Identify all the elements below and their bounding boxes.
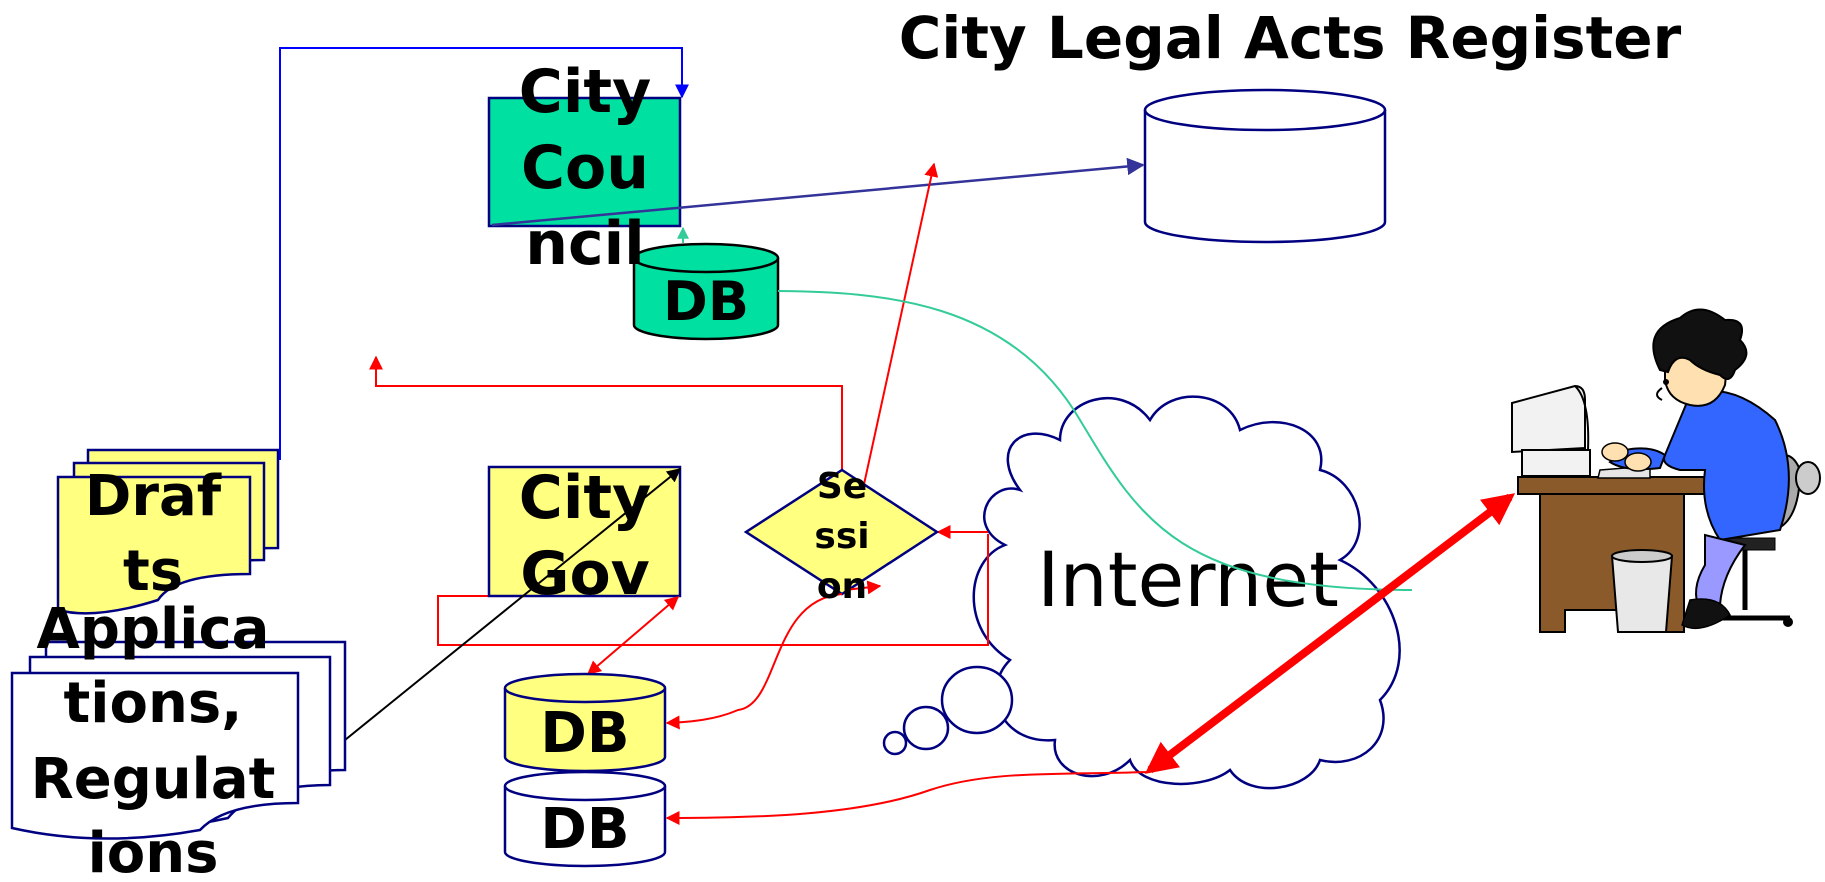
- city-council-label: City Cou ncil: [519, 57, 651, 279]
- council-db-cylinder[interactable]: [632, 242, 780, 341]
- session-feedback-line: [369, 355, 843, 530]
- gov-loop-line: [437, 534, 989, 646]
- svg-text:ts: ts: [123, 539, 183, 604]
- applications-to-gov-arrow: [344, 468, 682, 741]
- user-at-computer-illustration: [1511, 308, 1821, 633]
- svg-text:tions,: tions,: [64, 671, 243, 736]
- internet-label: Internet: [1037, 535, 1339, 624]
- applications-label: Applica tions, Regulat ions: [31, 597, 276, 882]
- applications-documents[interactable]: [10, 640, 347, 840]
- internet-cloud[interactable]: Internet: [882, 395, 1401, 790]
- svg-text:Draf: Draf: [85, 464, 222, 529]
- gov-db-white-cylinder[interactable]: [503, 770, 667, 868]
- diagram-title: City Legal Acts Register: [899, 4, 1682, 72]
- svg-text:ncil: ncil: [525, 209, 644, 279]
- session-label: Se ssi on: [814, 466, 869, 607]
- svg-text:City: City: [519, 463, 651, 533]
- drafts-documents[interactable]: [56, 448, 280, 615]
- svg-text:Cou: Cou: [521, 133, 649, 203]
- city-council-box[interactable]: [487, 96, 682, 228]
- svg-text:ions: ions: [88, 821, 219, 882]
- gov-db-white-label: DB: [540, 797, 629, 862]
- gov-db-arrow: [586, 596, 680, 675]
- session-inner-arrow: [844, 580, 882, 595]
- council-db-label: DB: [663, 270, 749, 333]
- internet-to-db-curve: [665, 771, 1149, 825]
- svg-text:City: City: [519, 57, 651, 127]
- user-internet-arrow: [1144, 493, 1516, 774]
- svg-text:Regulat: Regulat: [31, 747, 276, 812]
- register-database[interactable]: [1143, 88, 1387, 244]
- drafts-label: Draf ts: [85, 464, 222, 604]
- city-gov-label: City Gov: [519, 463, 651, 609]
- city-gov-box[interactable]: [487, 465, 682, 598]
- svg-text:Applica: Applica: [37, 597, 270, 662]
- council-to-register-arrow: [491, 157, 1145, 227]
- svg-text:on: on: [817, 566, 867, 607]
- svg-text:ssi: ssi: [814, 516, 869, 557]
- gov-db-yellow-label: DB: [540, 701, 629, 766]
- svg-text:Gov: Gov: [520, 539, 650, 609]
- gov-db-yellow-cylinder[interactable]: [503, 672, 667, 773]
- session-to-db-curve: [665, 593, 843, 730]
- drafts-to-council-line: [279, 47, 689, 460]
- svg-text:Se: Se: [817, 466, 867, 507]
